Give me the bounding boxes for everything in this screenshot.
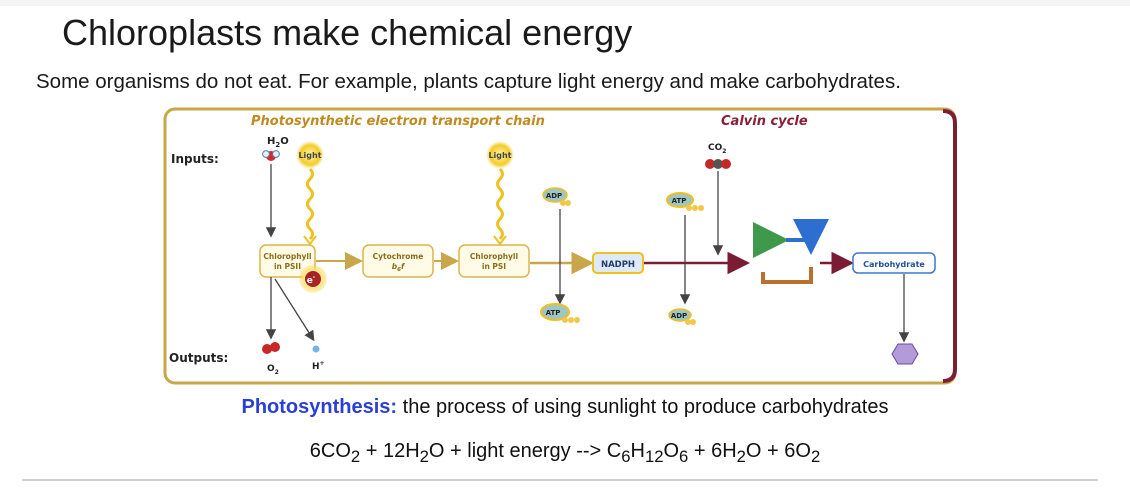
co2-label: CO2 bbox=[708, 143, 726, 155]
sunlight-icon-2 bbox=[486, 141, 514, 246]
eq-sub: 12 bbox=[644, 447, 664, 466]
nadph-box bbox=[592, 252, 644, 274]
cyt-line2: b6f bbox=[392, 262, 406, 273]
photosynthesis-diagram: Photosynthetic electron transport chain … bbox=[163, 107, 958, 387]
proton-icon bbox=[312, 345, 320, 353]
eq-part: O + light energy --> C bbox=[428, 440, 622, 462]
calvin-cycle-icon bbox=[753, 219, 829, 284]
water-molecule-icon bbox=[262, 150, 280, 161]
psii-line2: in PSII bbox=[274, 262, 301, 271]
eq-part: + 12H bbox=[360, 440, 420, 462]
sunlight-icon-1 bbox=[296, 141, 324, 246]
definition: Photosynthesis: the process of using sun… bbox=[0, 396, 1130, 419]
psi-line2: in PSI bbox=[482, 262, 506, 271]
eq-part: O bbox=[663, 440, 680, 462]
carbohydrate-label: Carbohydrate bbox=[863, 260, 925, 269]
adp-molecule-icon-bottom bbox=[668, 308, 696, 325]
atp-label-bottom: ATP bbox=[546, 309, 561, 317]
outputs-label: Outputs: bbox=[169, 351, 228, 365]
eq-sub: 6 bbox=[679, 447, 689, 466]
eq-part: H bbox=[630, 440, 645, 462]
adp-label-top: ADP bbox=[546, 192, 562, 200]
atp-molecule-icon-bottom bbox=[540, 303, 580, 323]
nadph-label: NADPH bbox=[601, 260, 635, 270]
etc-label: Photosynthetic electron transport chain bbox=[251, 114, 545, 129]
psi-box bbox=[458, 244, 530, 278]
atp-label-top: ATP bbox=[672, 197, 687, 205]
light-label-2: Light bbox=[488, 151, 511, 160]
inputs-label: Inputs: bbox=[171, 152, 219, 166]
eq-sub: 2 bbox=[350, 447, 361, 466]
cyt-line1: Cytochrome bbox=[373, 252, 424, 261]
light-label-1: Light bbox=[298, 151, 321, 160]
o2-label: O2 bbox=[267, 364, 279, 376]
definition-text: the process of using sunlight to produce… bbox=[397, 396, 889, 418]
eq-sub: 2 bbox=[419, 447, 429, 466]
co2-molecule-icon bbox=[705, 159, 731, 169]
electron-label: e- bbox=[307, 274, 316, 286]
photosynthesis-equation: 6CO2 + 12H2O + light energy --> C6H12O6 … bbox=[0, 440, 1130, 467]
slide-subtitle: Some organisms do not eat. For example, … bbox=[36, 70, 901, 93]
psi-line1: Chlorophyll bbox=[470, 252, 518, 261]
psii-box bbox=[259, 244, 316, 278]
adp-label-bottom: ADP bbox=[671, 312, 687, 320]
slide-title: Chloroplasts make chemical energy bbox=[62, 12, 633, 53]
panel-frame-right bbox=[942, 109, 957, 383]
electron-icon: e- bbox=[299, 265, 327, 293]
eq-sub: 6 bbox=[621, 447, 631, 466]
eq-part: 6CO bbox=[309, 440, 351, 462]
bottom-divider bbox=[22, 479, 1098, 481]
psii-line1: Chlorophyll bbox=[263, 252, 311, 261]
adp-molecule-icon-top bbox=[542, 187, 571, 206]
h-plus-label: H+ bbox=[312, 360, 325, 372]
carbohydrate-box bbox=[852, 252, 936, 274]
eq-part: O + 6O bbox=[745, 440, 811, 462]
eq-sub: 2 bbox=[736, 447, 746, 466]
h-plus-arrow bbox=[274, 278, 315, 342]
atp-molecule-icon-top bbox=[666, 192, 704, 211]
sugar-hexagon-icon bbox=[891, 343, 919, 365]
cytochrome-box bbox=[362, 244, 434, 278]
calvin-label: Calvin cycle bbox=[721, 114, 808, 129]
eq-part: + 6H bbox=[688, 440, 737, 462]
diagram-svg: Photosynthetic electron transport chain … bbox=[163, 107, 957, 385]
definition-term: Photosynthesis: bbox=[241, 396, 398, 418]
h2o-label: H2O bbox=[267, 136, 289, 149]
top-edge bbox=[0, 0, 1130, 6]
eq-sub: 2 bbox=[810, 447, 821, 466]
oxygen-molecule-icon bbox=[262, 342, 280, 354]
